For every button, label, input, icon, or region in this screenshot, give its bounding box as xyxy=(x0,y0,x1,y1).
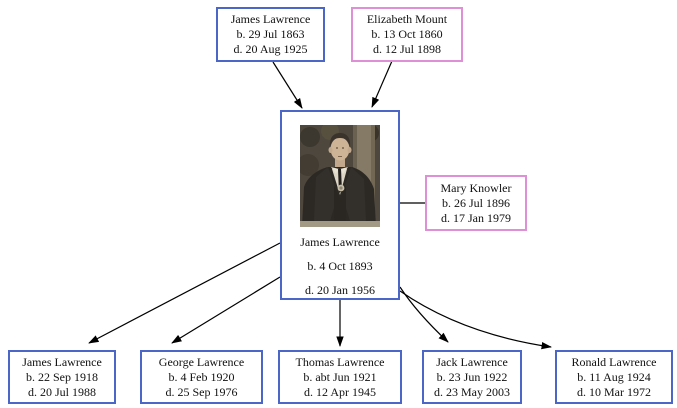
birth-date: b. 26 Jul 1896 xyxy=(441,195,510,210)
person-node-father[interactable]: James Lawrence b. 29 Jul 1863 d. 20 Aug … xyxy=(216,7,325,62)
edge-father-to-subject xyxy=(272,61,303,109)
birth-date: b. 13 Oct 1860 xyxy=(371,27,443,41)
person-name: James Lawrence xyxy=(300,235,380,249)
subject-portrait-photo xyxy=(300,125,380,227)
person-name: James Lawrence xyxy=(230,12,311,26)
edge-subject-to-child-5 xyxy=(399,290,552,350)
person-name: Elizabeth Mount xyxy=(366,12,448,26)
person-name: George Lawrence xyxy=(158,354,245,369)
person-node-child-george[interactable]: George Lawrence b. 4 Feb 1920 d. 25 Sep … xyxy=(140,350,263,404)
person-node-child-james[interactable]: James Lawrence b. 22 Sep 1918 d. 20 Jul … xyxy=(8,350,116,404)
birth-date: b. 11 Aug 1924 xyxy=(577,369,651,384)
birth-date: b. 22 Sep 1918 xyxy=(26,369,98,384)
death-date: d. 20 Jan 1956 xyxy=(305,283,375,297)
person-node-subject[interactable]: James Lawrence b. 4 Oct 1893 d. 20 Jan 1… xyxy=(280,110,400,300)
death-date: d. 10 Mar 1972 xyxy=(577,384,651,399)
birth-date: b. abt Jun 1921 xyxy=(303,369,377,384)
birth-date: b. 29 Jul 1863 xyxy=(236,27,305,41)
death-date: d. 20 Jul 1988 xyxy=(27,384,96,399)
person-node-mother[interactable]: Elizabeth Mount b. 13 Oct 1860 d. 12 Jul… xyxy=(351,7,463,62)
person-name: Thomas Lawrence xyxy=(295,354,385,369)
edge-mother-to-subject xyxy=(371,60,393,108)
birth-date: b. 4 Feb 1920 xyxy=(168,369,235,384)
person-name: Jack Lawrence xyxy=(436,354,508,369)
edge-subject-to-child-4 xyxy=(399,286,449,343)
edge-subject-to-child-1 xyxy=(88,242,281,344)
death-date: d. 17 Jan 1979 xyxy=(441,210,511,225)
person-name: Ronald Lawrence xyxy=(571,354,657,369)
person-name: James Lawrence xyxy=(22,354,102,369)
death-date: d. 12 Apr 1945 xyxy=(304,384,376,399)
person-node-child-jack[interactable]: Jack Lawrence b. 23 Jun 1922 d. 23 May 2… xyxy=(422,350,522,404)
person-node-child-ronald[interactable]: Ronald Lawrence b. 11 Aug 1924 d. 10 Mar… xyxy=(555,350,673,404)
person-node-spouse[interactable]: Mary Knowler b. 26 Jul 1896 d. 17 Jan 19… xyxy=(425,175,527,231)
death-date: d. 20 Aug 1925 xyxy=(233,42,308,56)
death-date: d. 23 May 2003 xyxy=(434,384,510,399)
death-date: d. 25 Sep 1976 xyxy=(165,384,238,399)
person-name: Mary Knowler xyxy=(440,180,512,195)
birth-date: b. 23 Jun 1922 xyxy=(436,369,508,384)
birth-date: b. 4 Oct 1893 xyxy=(307,259,373,273)
edge-subject-to-child-2 xyxy=(171,276,281,344)
death-date: d. 12 Jul 1898 xyxy=(372,42,441,56)
person-node-child-thomas[interactable]: Thomas Lawrence b. abt Jun 1921 d. 12 Ap… xyxy=(278,350,402,404)
